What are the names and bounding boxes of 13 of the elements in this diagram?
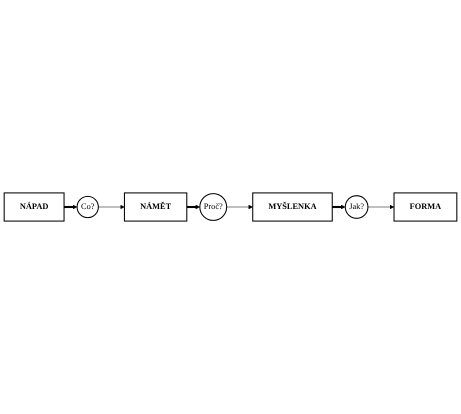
- arrow: [186, 204, 200, 210]
- node-circle: Proč?: [199, 193, 228, 221]
- node-circle: Co?: [76, 196, 99, 218]
- arrow: [368, 204, 394, 210]
- node-circle: Jak?: [344, 195, 368, 219]
- node-box: MYŠLENKA: [252, 192, 333, 222]
- node-box: NÁPAD: [4, 192, 65, 222]
- arrow: [64, 204, 78, 210]
- arrow: [226, 204, 253, 210]
- arrow: [98, 204, 125, 210]
- node-box: NÁMĚT: [124, 192, 188, 222]
- arrow: [332, 204, 346, 210]
- node-box: FORMA: [394, 192, 458, 222]
